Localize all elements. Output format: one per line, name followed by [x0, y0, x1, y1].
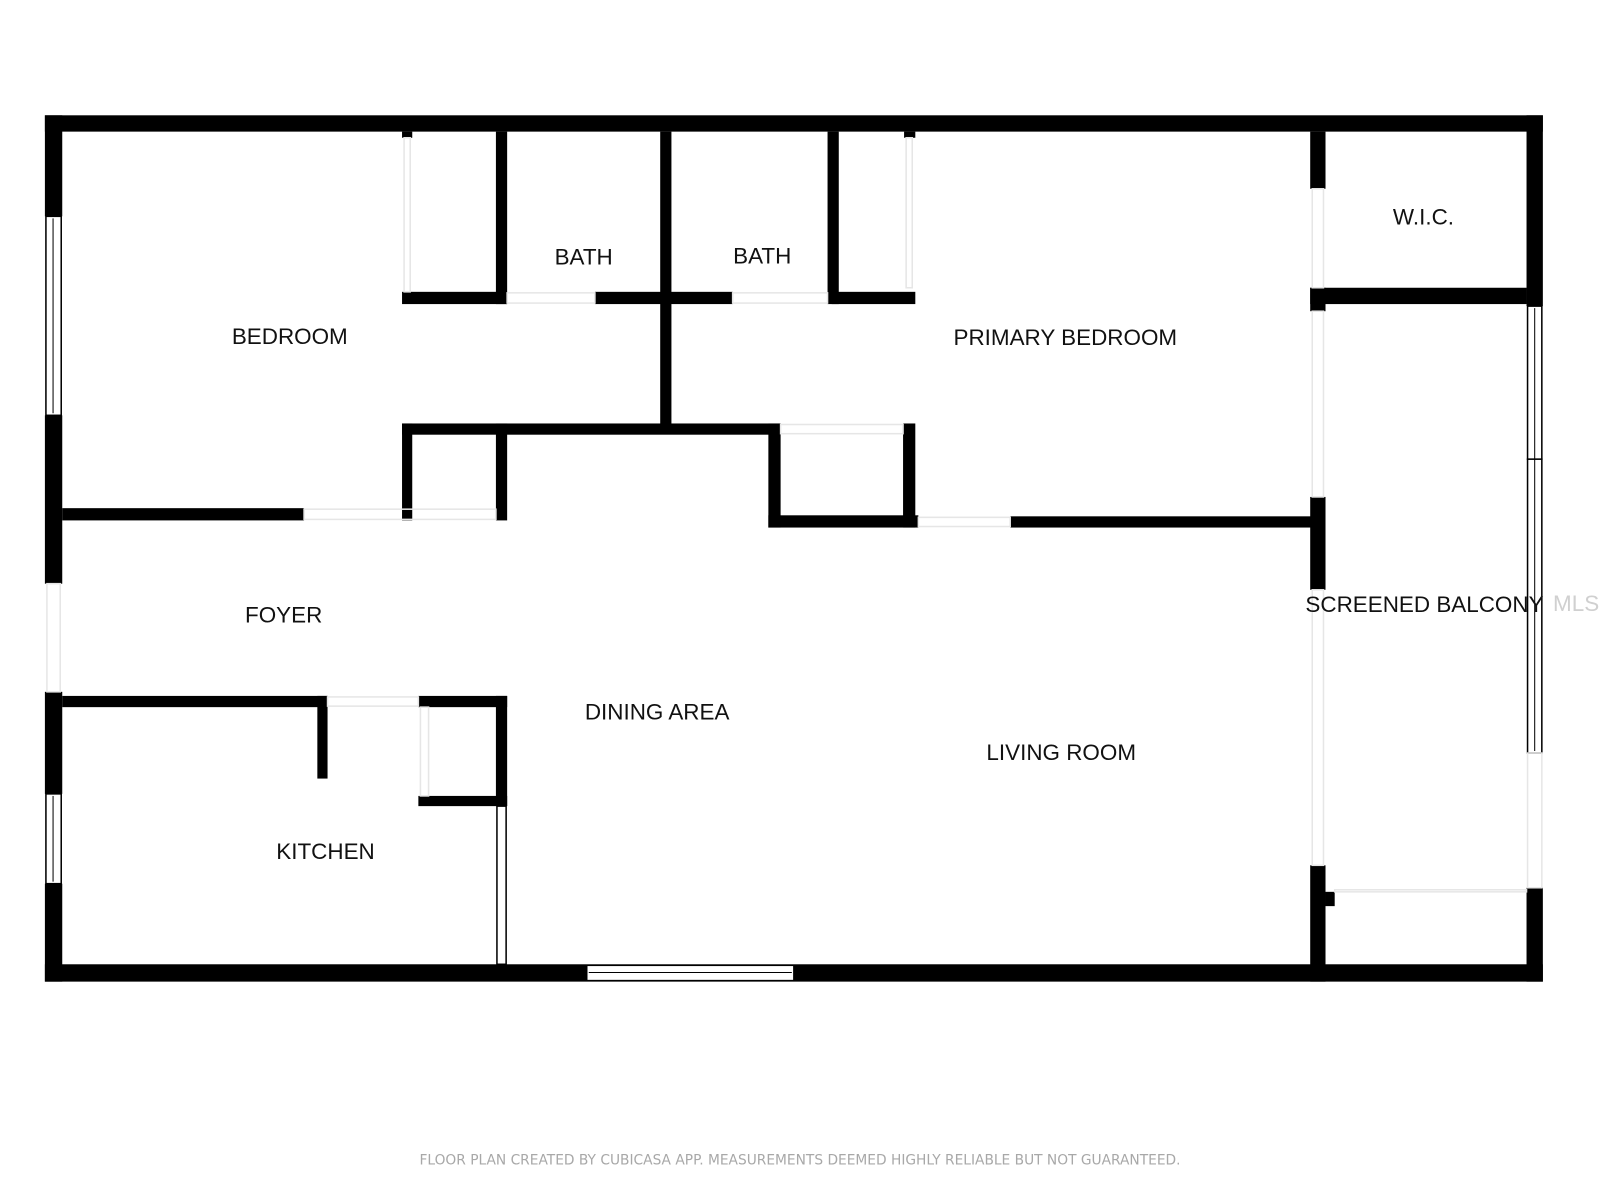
interior-wall — [768, 423, 781, 528]
interior-wall — [495, 695, 508, 807]
room-label-screened-balcony: SCREENED BALCONY — [1305, 592, 1543, 617]
room-label-dining-area: DINING AREA — [585, 699, 730, 724]
interior-wall — [62, 695, 328, 708]
door-openings — [46, 136, 1543, 893]
interior-wall — [594, 291, 733, 305]
interior-wall — [1010, 516, 1317, 528]
interior-wall — [904, 131, 916, 138]
interior-wall — [495, 423, 508, 521]
interior-wall — [768, 515, 919, 528]
walls — [44, 115, 1543, 982]
room-label-bedroom: BEDROOM — [232, 324, 348, 349]
outer-wall-top — [44, 115, 1543, 132]
interior-wall — [418, 695, 508, 708]
interior-wall — [402, 423, 781, 435]
outer-wall-left — [44, 115, 63, 217]
interior-wall — [831, 291, 916, 305]
window — [496, 805, 507, 966]
interior-wall — [402, 423, 413, 521]
interior-wall — [827, 131, 839, 305]
outer-wall-right — [1526, 887, 1543, 982]
interior-wall — [62, 508, 305, 521]
interior-wall — [1310, 287, 1527, 305]
outer-wall-left — [44, 691, 63, 794]
footer-disclaimer: FLOOR PLAN CREATED BY CUBICASA APP. MEAS… — [419, 1152, 1180, 1168]
windows — [45, 215, 1543, 982]
interior-wall — [402, 131, 413, 138]
room-label-bath: BATH — [733, 243, 791, 268]
interior-wall — [1325, 891, 1335, 907]
interior-wall — [903, 423, 916, 528]
interior-wall — [317, 695, 328, 779]
interior-wall — [402, 291, 508, 305]
room-label-kitchen: KITCHEN — [276, 839, 374, 864]
interior-wall — [495, 131, 508, 305]
room-label-foyer: FOYER — [245, 602, 322, 627]
room-label-bath: BATH — [555, 244, 613, 269]
outer-wall-right — [1526, 115, 1543, 307]
interior-wall — [660, 131, 672, 434]
outer-wall-left — [44, 415, 63, 584]
interior-wall — [418, 795, 508, 807]
outer-wall-left — [44, 883, 63, 982]
room-label-wic: W.I.C. — [1393, 204, 1454, 229]
interior-wall — [1310, 131, 1326, 189]
room-label-primary-bedroom: PRIMARY BEDROOM — [954, 325, 1178, 350]
room-label-living-room: LIVING ROOM — [986, 740, 1136, 765]
watermark: MLS — [1553, 591, 1599, 616]
window — [585, 964, 795, 982]
interior-wall — [1310, 496, 1326, 590]
room-labels: BEDROOM BATH BATH PRIMARY BEDROOM W.I.C.… — [232, 204, 1599, 864]
interior-wall — [1310, 865, 1326, 982]
